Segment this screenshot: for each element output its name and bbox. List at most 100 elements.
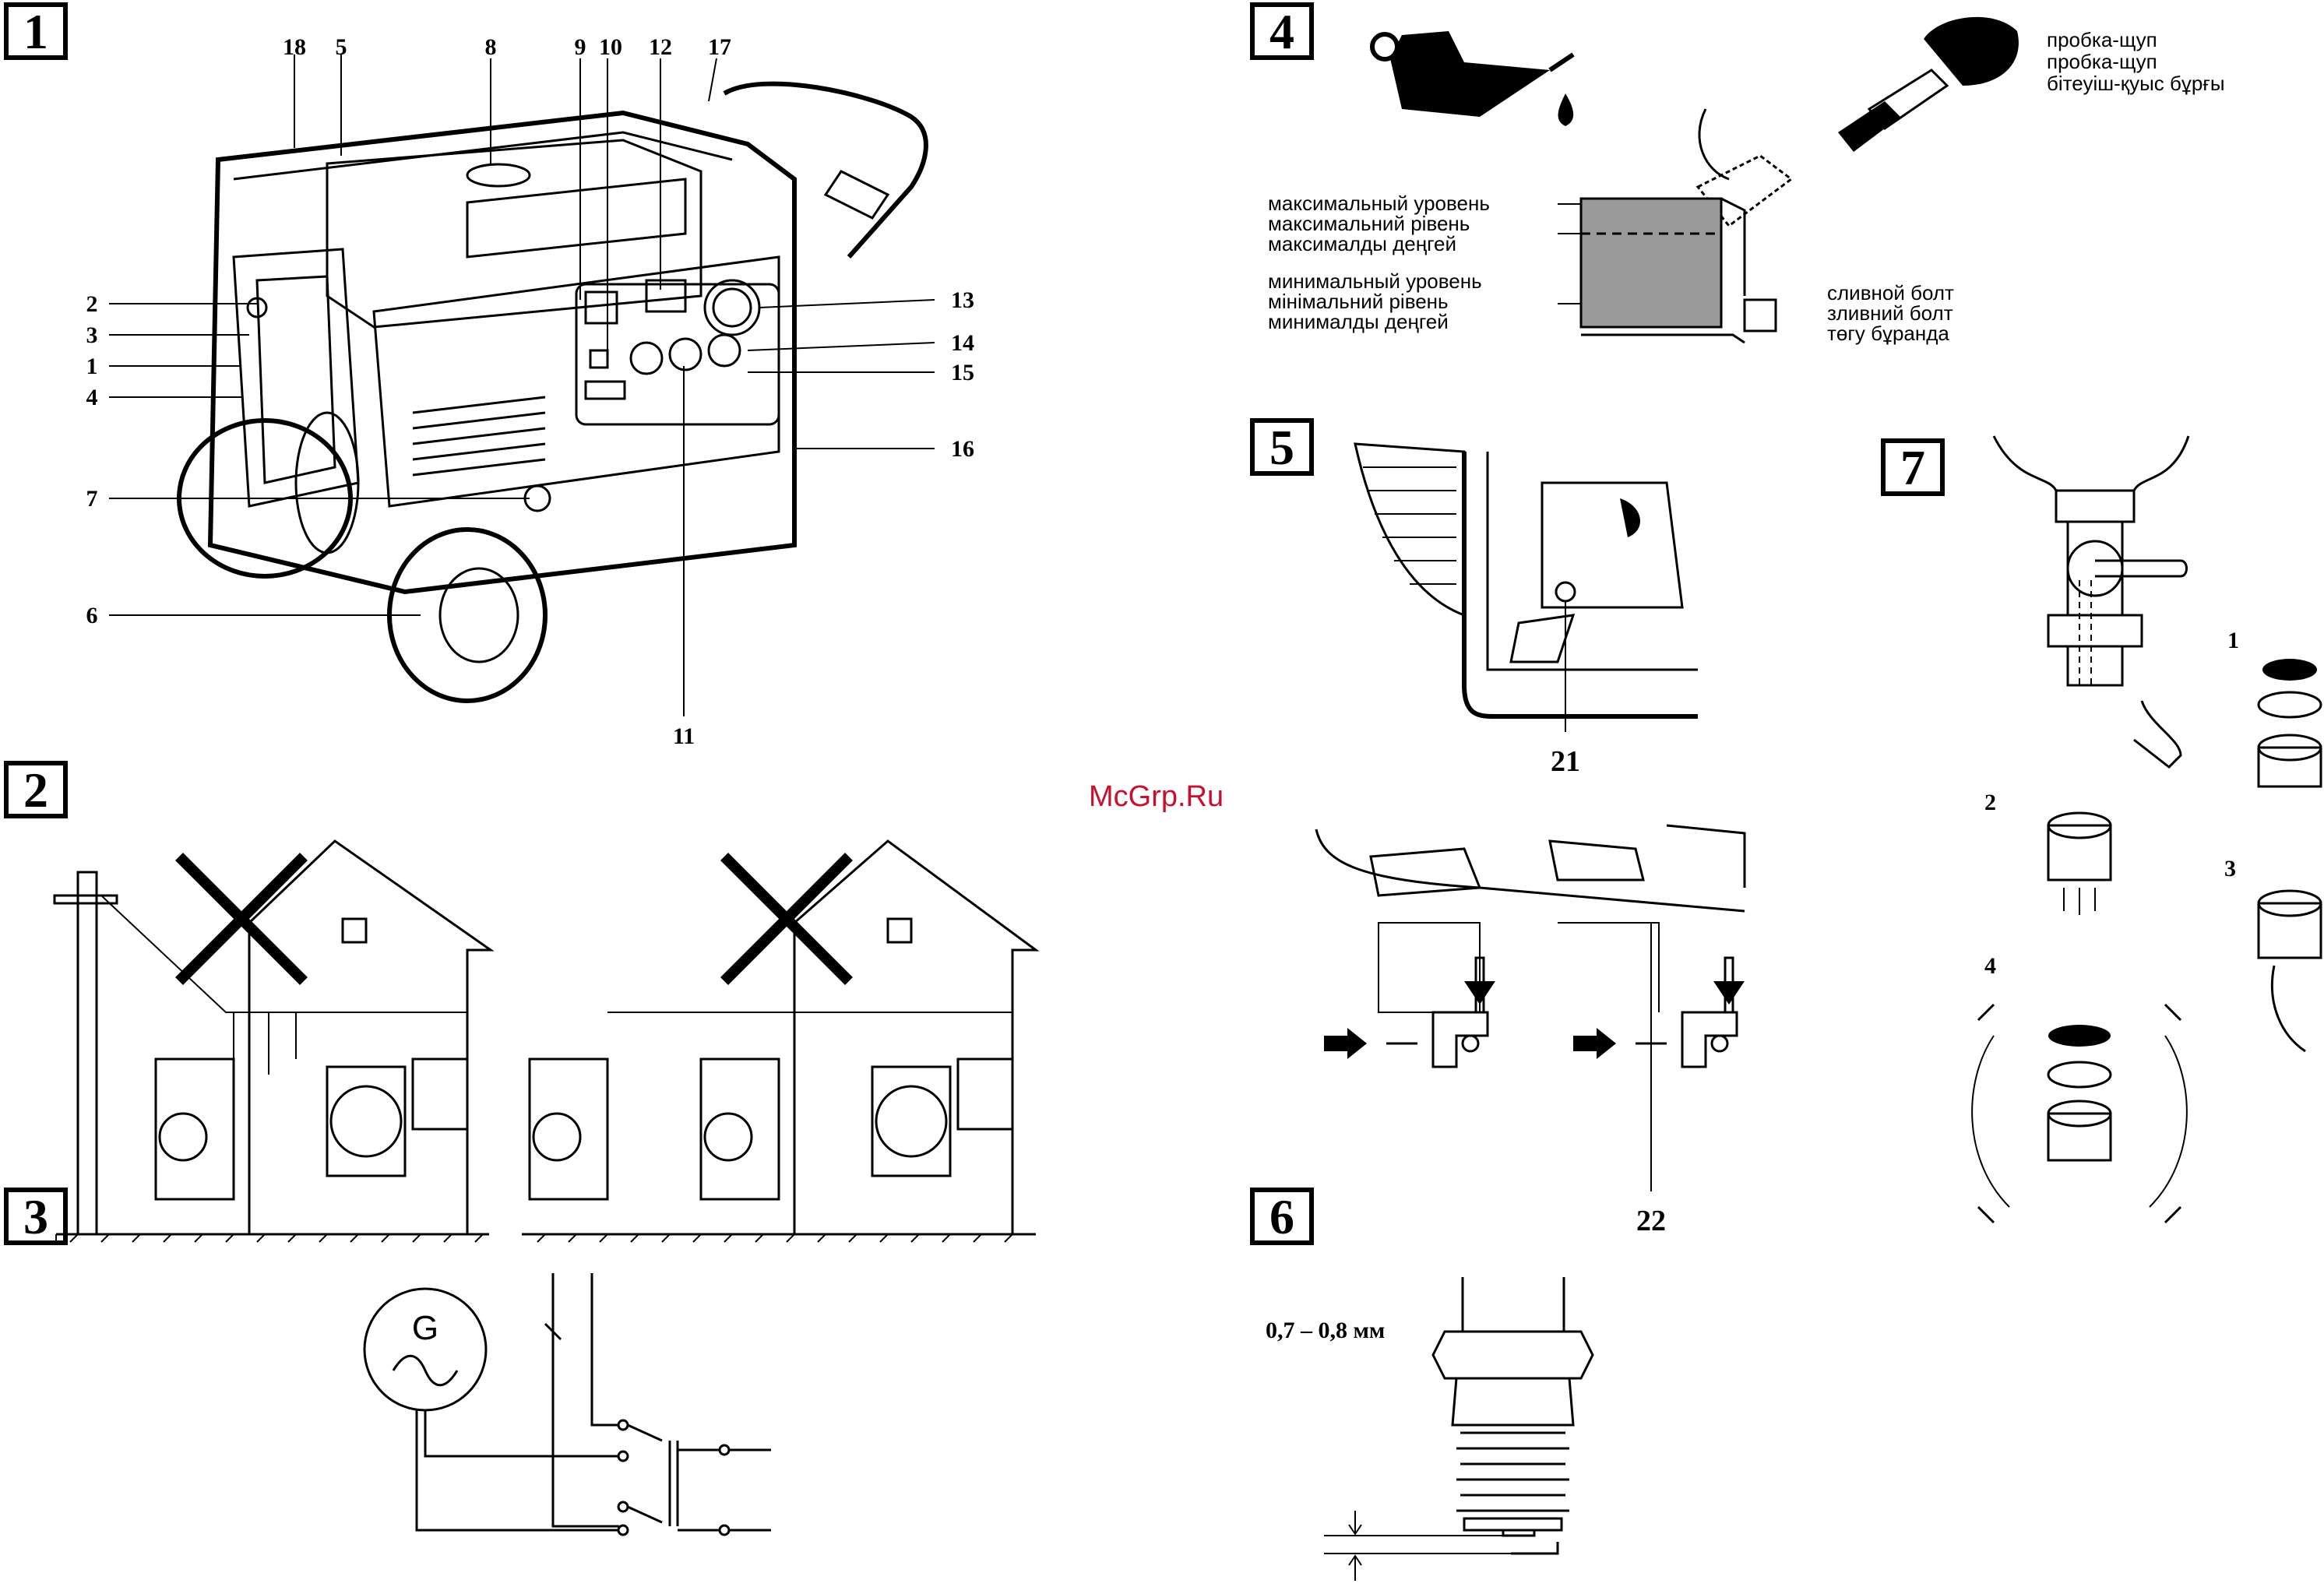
figure-5: 5 21 [1252, 420, 1745, 1237]
cross-mark-left [179, 857, 304, 981]
bracket-view [1316, 825, 1745, 1191]
plug-label-kz: бітеуіш-қуыс бұрғы [2047, 72, 2225, 95]
figure-2-number: 2 [23, 762, 48, 818]
generator-icon-2a [530, 1059, 607, 1199]
generator-icon [156, 1059, 234, 1199]
watermark: McGrp.Ru [1089, 780, 1224, 813]
gap-label: 0,7 – 0,8 мм [1266, 1318, 1385, 1343]
bracket-left [1433, 1012, 1488, 1067]
switch [590, 350, 607, 368]
step-1: 1 [2227, 628, 2239, 653]
figure-6: 6 0,7 – 0,8 мм [1252, 1189, 1593, 1581]
step-4: 4 [1984, 953, 1996, 979]
plug-label-ru: пробка-щуп [2047, 28, 2157, 51]
min-level-kz: минималды деңгей [1268, 310, 1449, 333]
thread [1456, 1433, 1569, 1511]
mains-line-1 [553, 1273, 619, 1526]
drain-bolt [1745, 300, 1776, 331]
callout-4: 4 [86, 385, 98, 410]
filter-bowl-4 [2048, 1114, 2111, 1160]
generator-drawing [179, 84, 926, 701]
callout-18: 18 [283, 34, 306, 60]
transport-handle [724, 84, 926, 257]
wrench-icon [2134, 701, 2181, 767]
figure-7: 7 [1883, 436, 2321, 1223]
leader-lines [109, 55, 935, 716]
hand-icon [2272, 966, 2305, 1051]
lamp-icon [343, 919, 366, 942]
fuel-tank [327, 140, 701, 327]
callout-22: 22 [1636, 1205, 1666, 1237]
mount-foot [1511, 615, 1573, 662]
plug-label: пробка-щуп пробка-щуп бітеуіш-қуыс бұрғы [2047, 28, 2225, 95]
callout-16: 16 [951, 436, 974, 462]
figure-1-number: 1 [23, 4, 48, 59]
figure-3: 3 G [6, 1189, 771, 1535]
generator-symbol [364, 1289, 486, 1410]
callout-6: 6 [86, 603, 98, 628]
scene-left [55, 841, 491, 1242]
bolt-21 [1556, 582, 1575, 601]
figure-4-number: 4 [1269, 4, 1294, 59]
oil-reservoir [1581, 199, 1776, 343]
callout-21: 21 [1551, 745, 1580, 778]
generator-letter: G [412, 1309, 438, 1347]
engine-view [1355, 444, 1698, 732]
fuel-cap [467, 164, 530, 186]
callout-12: 12 [649, 34, 672, 60]
figure-5-number: 5 [1269, 420, 1294, 475]
bracket-right [1682, 1012, 1737, 1067]
frame [210, 113, 794, 592]
scene-right [522, 841, 1036, 1242]
min-level-label: минимальный уровень мінімальний рівень м… [1268, 269, 1482, 333]
callout-17: 17 [708, 34, 731, 60]
oil-can-icon [1372, 31, 1573, 126]
max-level-kz: максималды деңгей [1268, 232, 1456, 255]
figure-7-number: 7 [1900, 440, 1925, 495]
callout-9: 9 [575, 34, 586, 60]
generator-icon-2b [701, 1059, 779, 1199]
plug-label-ua: пробка-щуп [2047, 50, 2157, 73]
cross-mark-right [724, 857, 849, 981]
callout-8: 8 [485, 34, 497, 60]
lamp-icon-2 [888, 919, 911, 942]
mains-line-2 [592, 1273, 619, 1425]
step-2: 2 [1984, 790, 1996, 815]
callout-14: 14 [951, 330, 974, 356]
vents [413, 397, 545, 475]
figure-2: 2 [6, 762, 1036, 1242]
frame-tube [1464, 452, 1698, 716]
socket-a [631, 343, 662, 374]
callout-11: 11 [673, 723, 695, 749]
figure-7-steps: 1 2 3 4 [1984, 628, 2239, 979]
drain-bolt-kz: төгу бұранда [1827, 322, 1949, 345]
socket-c [709, 335, 740, 366]
filter-parts [1972, 659, 2321, 1223]
transfer-switch [628, 1425, 662, 1522]
fan-icon [331, 1086, 401, 1156]
figure-3-number: 3 [23, 1189, 48, 1244]
callout-15: 15 [951, 360, 974, 385]
fuel-cock [1994, 436, 2188, 767]
utility-pole [78, 872, 97, 1234]
tv-icon [413, 1059, 467, 1129]
dipstick-plug [1698, 17, 2019, 226]
figure-1: 1 [6, 4, 974, 749]
load-lines [678, 1450, 771, 1530]
socket-b [670, 339, 701, 370]
tv-icon-2 [958, 1059, 1012, 1129]
callout-5: 5 [336, 34, 347, 60]
drain-bolt-label: сливной болт зливний болт төгу бұранда [1827, 281, 1954, 345]
max-level-label: максимальный уровень максимальний рівень… [1268, 192, 1490, 255]
fan-icon-2 [876, 1086, 946, 1156]
figure-1-callouts: 18 5 8 9 10 12 17 2 3 1 4 7 6 13 14 15 1… [86, 34, 975, 749]
figure-4: 4 пробка-щуп пробка-щуп бітеуіш-қ [1252, 4, 2225, 345]
callout-7: 7 [86, 486, 98, 512]
step-3: 3 [2224, 856, 2236, 881]
ground-electrode [1511, 1542, 1558, 1554]
callout-1: 1 [86, 354, 98, 379]
callout-3: 3 [86, 322, 98, 348]
callout-10: 10 [599, 34, 622, 60]
callout-13: 13 [951, 287, 974, 313]
